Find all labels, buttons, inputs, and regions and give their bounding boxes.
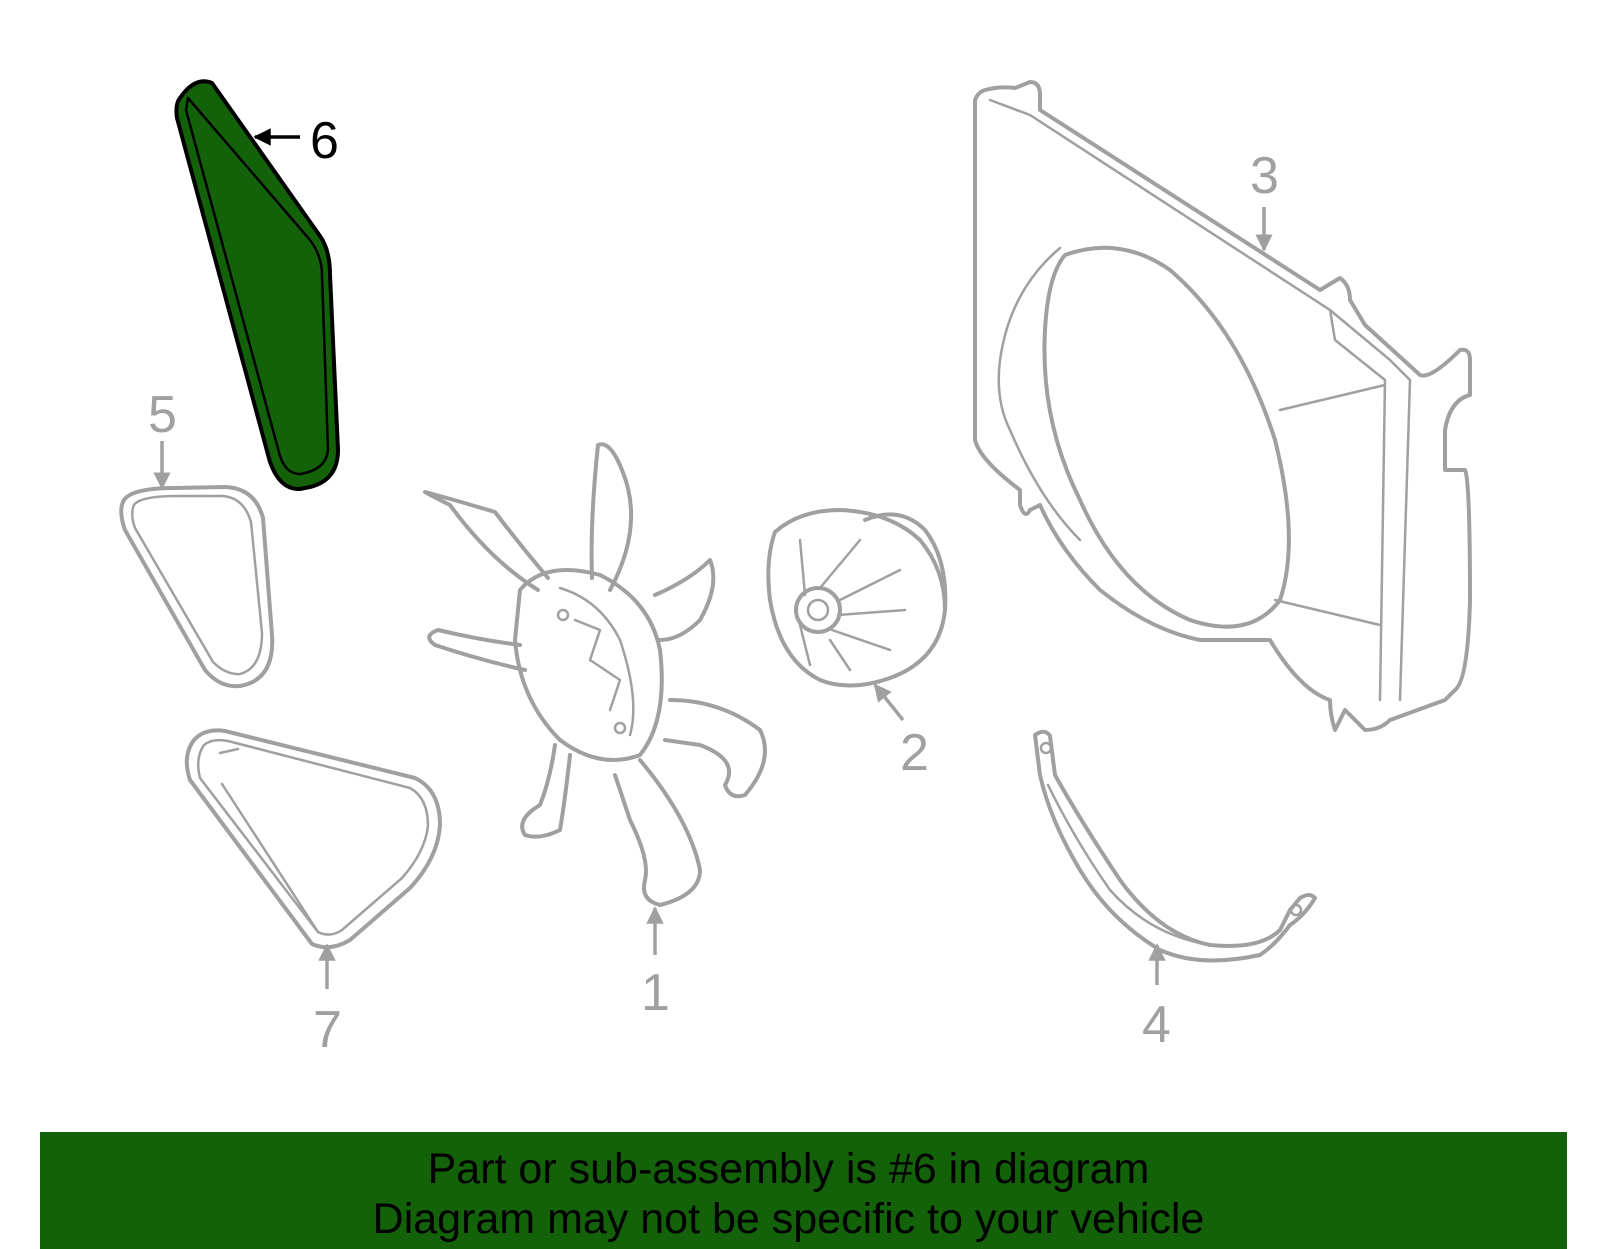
part-5-seal[interactable] bbox=[119, 485, 275, 689]
part-2-fan-clutch[interactable] bbox=[766, 508, 948, 688]
callout-7: 7 bbox=[313, 1001, 342, 1059]
callout-4: 4 bbox=[1142, 996, 1171, 1054]
part-7-seal[interactable] bbox=[184, 728, 442, 950]
callout-2-arrow bbox=[873, 683, 905, 722]
banner-line-2: Diagram may not be specific to your vehi… bbox=[372, 1195, 1205, 1243]
info-banner: Part or sub-assembly is #6 in diagram Di… bbox=[40, 1132, 1567, 1249]
part-4-bracket[interactable] bbox=[1033, 729, 1317, 963]
callout-3: 3 bbox=[1250, 147, 1279, 205]
callout-2: 2 bbox=[900, 724, 929, 782]
part-1-fan[interactable] bbox=[423, 442, 767, 907]
part-3-fan-shroud[interactable] bbox=[973, 80, 1472, 732]
callout-6: 6 bbox=[310, 112, 339, 170]
callout-5: 5 bbox=[148, 386, 177, 444]
callout-1: 1 bbox=[641, 964, 670, 1022]
part-6-shroud-highlighted[interactable] bbox=[174, 79, 340, 492]
banner-line-1: Part or sub-assembly is #6 in diagram bbox=[427, 1145, 1150, 1193]
